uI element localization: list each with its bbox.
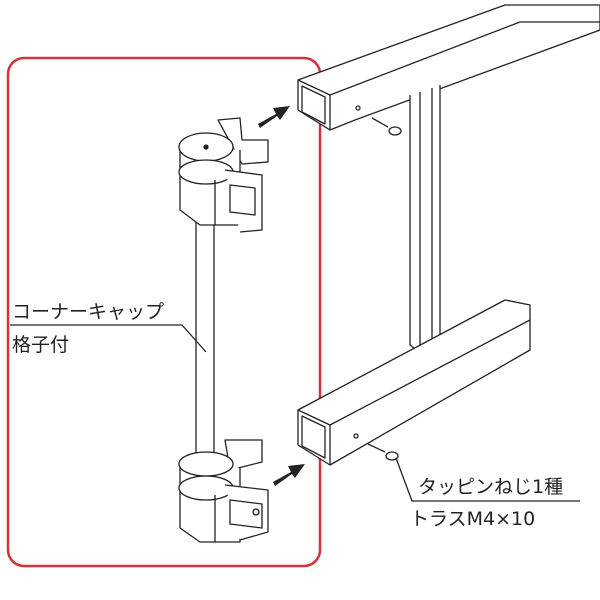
screw-leader-line bbox=[395, 457, 580, 502]
corner-cap-leader-line bbox=[10, 324, 207, 353]
screw-label: タッピンねじ1種 bbox=[418, 476, 564, 498]
screw-spec-label: トラスM4×10 bbox=[410, 508, 536, 530]
lattice-pole bbox=[195, 200, 215, 462]
corner-cap-top bbox=[178, 117, 269, 233]
corner-cap-label: コーナーキャップ bbox=[12, 301, 165, 323]
arrow-top-icon bbox=[258, 106, 290, 128]
bottom-rail bbox=[297, 299, 531, 466]
arrow-bottom-icon bbox=[273, 464, 305, 486]
screw-bottom bbox=[353, 433, 399, 461]
top-rail bbox=[297, 4, 600, 131]
corner-cap-sublabel: 格子付 bbox=[12, 334, 70, 356]
screw-top bbox=[355, 105, 402, 136]
highlight-frame bbox=[6, 56, 322, 568]
vertical-post bbox=[409, 85, 441, 353]
corner-cap-bottom bbox=[178, 439, 269, 543]
